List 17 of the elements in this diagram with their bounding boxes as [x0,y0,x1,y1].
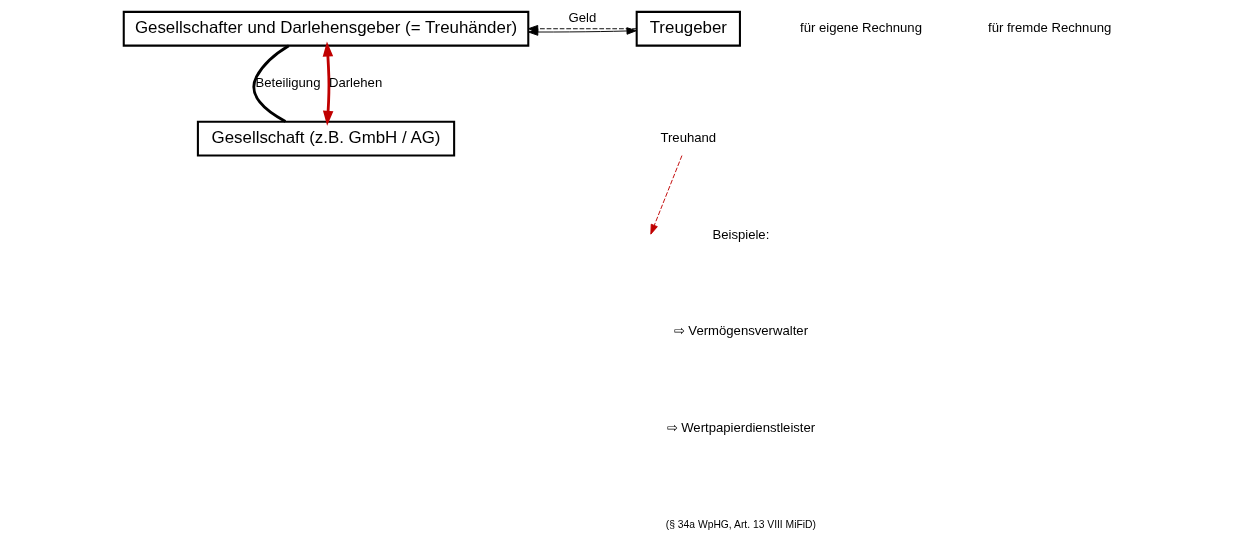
edge-label: Geld [568,10,597,26]
label: für eigene Rechnung [800,20,922,36]
arrow [322,41,334,126]
label: ⇨ Wertpapierdienstleister [666,420,816,436]
label: ⇨ Vermögensverwalter [673,323,809,339]
label: für fremde Rechnung [988,20,1112,36]
node-box: Gesellschaft (z.B. GmbH / AG) [196,120,456,157]
arrow [527,25,638,33]
node-box: Treugeber [635,10,741,47]
connector [252,44,290,123]
arrow [650,155,683,235]
edge-label: Darlehen [328,75,383,91]
label: (§ 34a WpHG, Art. 13 VIII MiFiD) [665,518,816,530]
edge-label: Beteiligung [255,75,321,91]
node-text: Treuhand [660,130,717,146]
node-box: Gesellschafter und Darlehensgeber (= Treuhänder) [122,10,530,47]
label: Beispiele: [712,226,770,242]
